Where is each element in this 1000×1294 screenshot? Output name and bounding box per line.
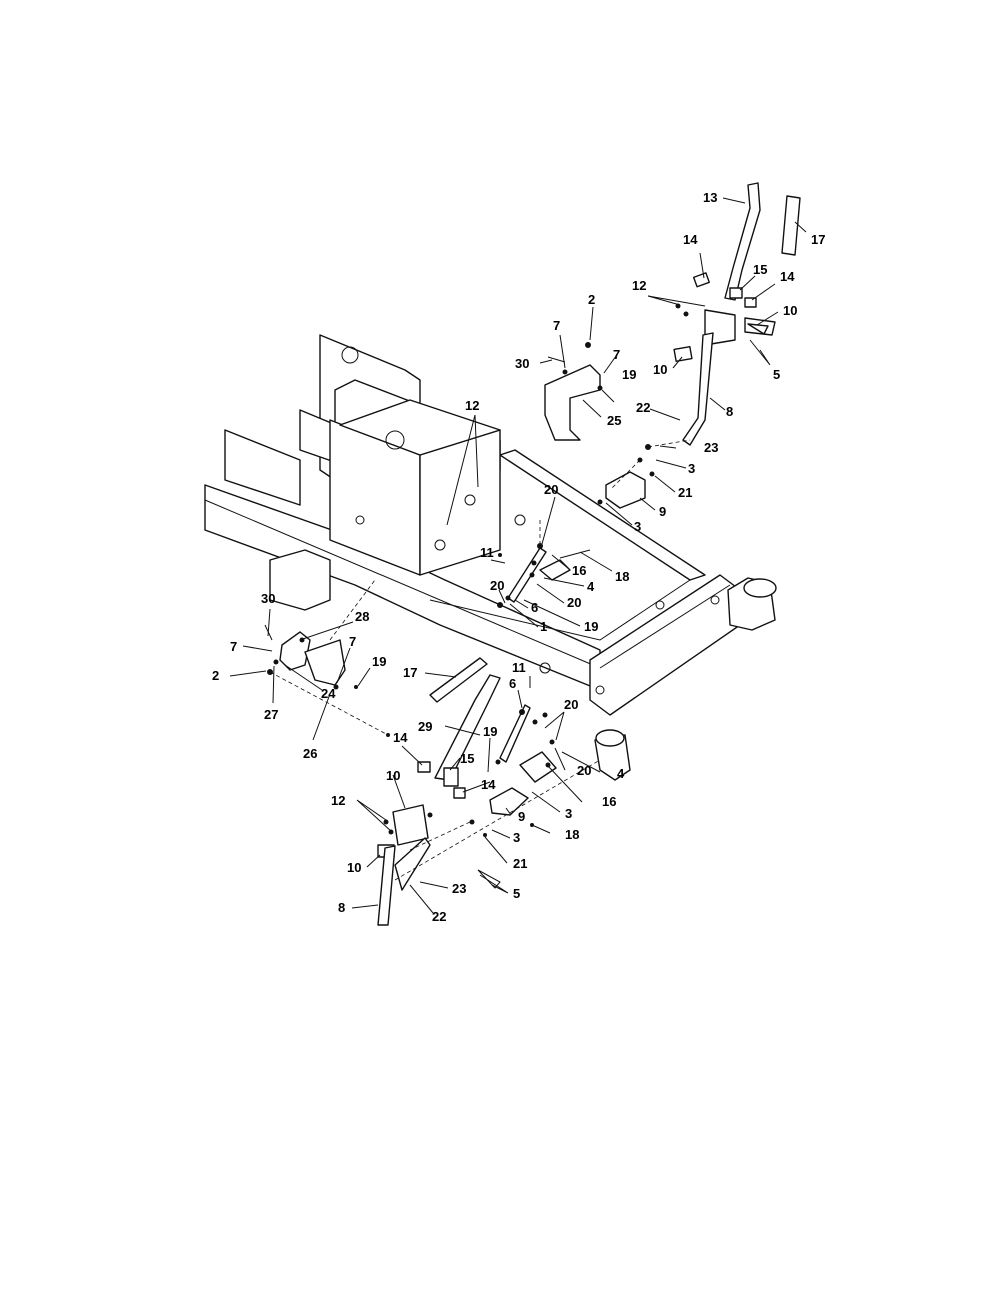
callout-25: 25 xyxy=(607,413,621,428)
callout-8: 8 xyxy=(726,404,733,419)
callout-3: 3 xyxy=(688,461,695,476)
callout-4: 4 xyxy=(587,579,595,594)
callout-17: 17 xyxy=(403,665,417,680)
callout-2: 2 xyxy=(588,292,595,307)
callout-10: 10 xyxy=(783,303,797,318)
center-linkage xyxy=(497,520,591,608)
callout-27: 27 xyxy=(264,707,278,722)
callout-24: 24 xyxy=(321,686,336,701)
callout-15: 15 xyxy=(753,262,767,277)
callout-10: 10 xyxy=(386,768,400,783)
callout-9: 9 xyxy=(518,809,525,824)
callout-18: 18 xyxy=(615,569,629,584)
callout-22: 22 xyxy=(432,909,446,924)
callout-7: 7 xyxy=(230,639,237,654)
bracket-25 xyxy=(544,342,603,441)
callout-3: 3 xyxy=(513,830,520,845)
callout-7: 7 xyxy=(553,318,560,333)
callout-19: 19 xyxy=(622,367,636,382)
callout-12: 12 xyxy=(632,278,646,293)
callout-10: 10 xyxy=(653,362,667,377)
callout-3: 3 xyxy=(565,806,572,821)
callout-17: 17 xyxy=(811,232,825,247)
callout-labels: 13 17 14 15 14 12 10 10 5 2 7 7 30 19 25… xyxy=(212,190,825,924)
callout-21: 21 xyxy=(513,856,527,871)
callout-23: 23 xyxy=(452,881,466,896)
callout-29: 29 xyxy=(418,719,432,734)
callout-30: 30 xyxy=(261,591,275,606)
callout-6: 6 xyxy=(531,600,538,615)
callout-19: 19 xyxy=(584,619,598,634)
callout-13: 13 xyxy=(703,190,717,205)
callout-30: 30 xyxy=(515,356,529,371)
callout-12: 12 xyxy=(331,793,345,808)
callout-14: 14 xyxy=(393,730,408,745)
callout-23: 23 xyxy=(704,440,718,455)
callout-19: 19 xyxy=(483,724,497,739)
callout-14: 14 xyxy=(481,777,496,792)
callout-10: 10 xyxy=(347,860,361,875)
callout-20: 20 xyxy=(544,482,558,497)
lower-lever-assembly xyxy=(377,657,601,926)
callout-22: 22 xyxy=(636,400,650,415)
callout-12: 12 xyxy=(465,398,479,413)
callout-19: 19 xyxy=(372,654,386,669)
bracket-24-assembly xyxy=(264,579,390,737)
callout-1: 1 xyxy=(540,619,547,634)
callout-5: 5 xyxy=(773,367,780,382)
callout-21: 21 xyxy=(678,485,692,500)
callout-3: 3 xyxy=(634,519,641,534)
callout-20: 20 xyxy=(567,595,581,610)
leader-lines xyxy=(229,197,807,914)
callout-16: 16 xyxy=(602,794,616,809)
callout-18: 18 xyxy=(565,827,579,842)
callout-6: 6 xyxy=(509,676,516,691)
callout-14: 14 xyxy=(780,269,795,284)
callout-28: 28 xyxy=(355,609,369,624)
callout-7: 7 xyxy=(349,634,356,649)
callout-2: 2 xyxy=(212,668,219,683)
callout-14: 14 xyxy=(683,232,698,247)
chassis-frame xyxy=(204,334,777,781)
callout-15: 15 xyxy=(460,751,474,766)
callout-16: 16 xyxy=(572,563,586,578)
callout-20: 20 xyxy=(564,697,578,712)
callout-7: 7 xyxy=(613,347,620,362)
callout-26: 26 xyxy=(303,746,317,761)
callout-9: 9 xyxy=(659,504,666,519)
callout-20: 20 xyxy=(490,578,504,593)
callout-4: 4 xyxy=(617,766,625,781)
callout-20: 20 xyxy=(577,763,591,778)
upper-lever-assembly xyxy=(597,182,801,509)
callout-11: 11 xyxy=(512,660,526,675)
callout-11: 11 xyxy=(480,545,494,560)
callout-5: 5 xyxy=(513,886,520,901)
callout-8: 8 xyxy=(338,900,345,915)
